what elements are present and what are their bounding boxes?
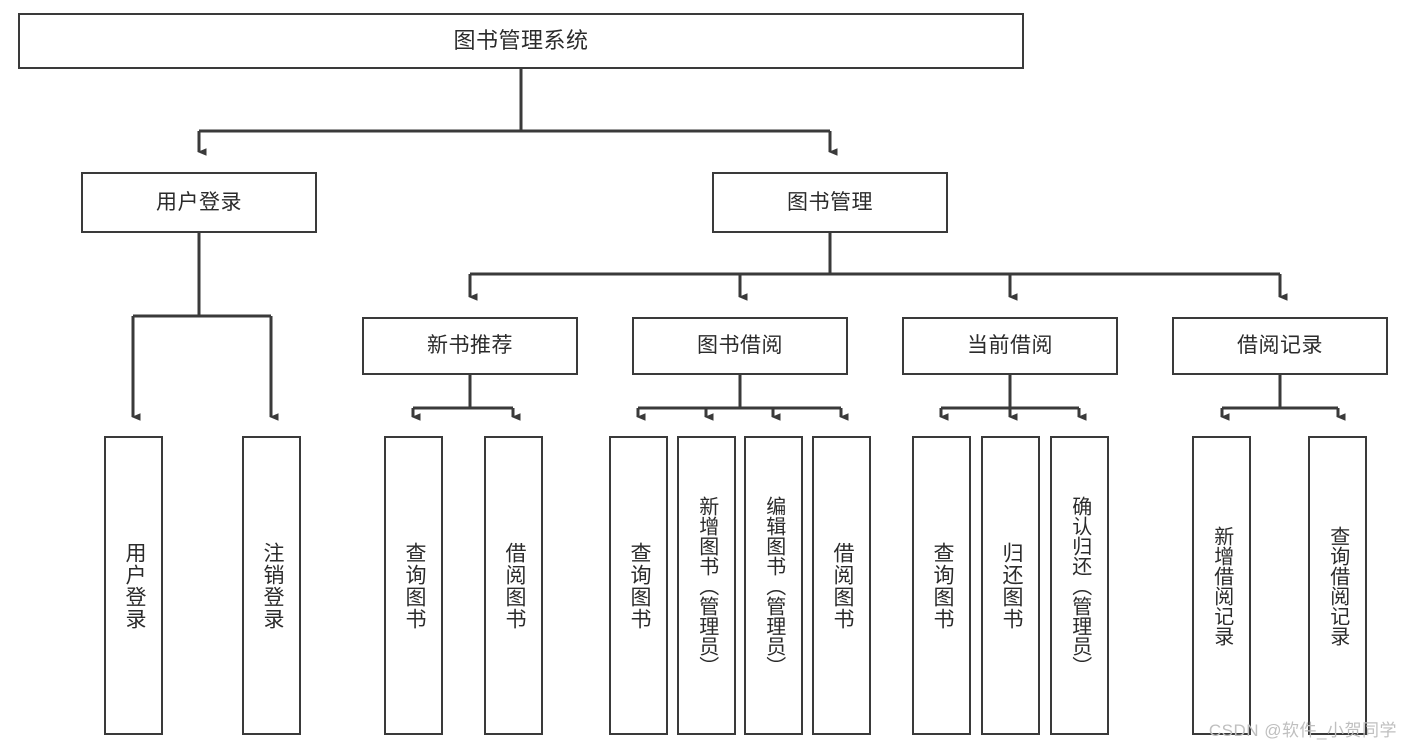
leaf-add-record[interactable]: 新增借阅记录 xyxy=(1192,436,1251,735)
node-user-login-label: 用户登录 xyxy=(156,190,242,214)
leaf-query-book-1-label: 查询图书 xyxy=(402,541,426,630)
leaf-confirm-return[interactable]: 确认归还（管理员） xyxy=(1050,436,1109,735)
leaf-return-book-label: 归还图书 xyxy=(999,541,1023,630)
leaf-return-book[interactable]: 归还图书 xyxy=(981,436,1040,735)
leaf-logout-login[interactable]: 注销登录 xyxy=(242,436,301,735)
node-book-borrow[interactable]: 图书借阅 xyxy=(632,317,848,375)
leaf-query-book-2-label: 查询图书 xyxy=(627,541,651,630)
leaf-query-record[interactable]: 查询借阅记录 xyxy=(1308,436,1367,735)
leaf-edit-book[interactable]: 编辑图书（管理员） xyxy=(744,436,803,735)
leaf-confirm-return-label: 确认归还（管理员） xyxy=(1068,495,1091,676)
node-root[interactable]: 图书管理系统 xyxy=(18,13,1024,69)
node-current-borrow[interactable]: 当前借阅 xyxy=(902,317,1118,375)
leaf-query-record-label: 查询借阅记录 xyxy=(1326,525,1349,646)
node-book-manage-label: 图书管理 xyxy=(787,190,873,214)
node-new-book-rec-label: 新书推荐 xyxy=(427,334,513,358)
leaf-borrow-book-2[interactable]: 借阅图书 xyxy=(812,436,871,735)
leaf-query-book-2[interactable]: 查询图书 xyxy=(609,436,668,735)
node-borrow-record-label: 借阅记录 xyxy=(1237,334,1323,358)
node-current-borrow-label: 当前借阅 xyxy=(967,334,1053,358)
node-root-label: 图书管理系统 xyxy=(453,27,589,53)
leaf-borrow-book-1[interactable]: 借阅图书 xyxy=(484,436,543,735)
leaf-edit-book-label: 编辑图书（管理员） xyxy=(762,495,785,676)
leaf-query-book-3-label: 查询图书 xyxy=(930,541,954,630)
node-new-book-rec[interactable]: 新书推荐 xyxy=(362,317,578,375)
leaf-logout-login-label: 注销登录 xyxy=(260,541,284,630)
leaf-query-book-3[interactable]: 查询图书 xyxy=(912,436,971,735)
leaf-query-book-1[interactable]: 查询图书 xyxy=(384,436,443,735)
leaf-borrow-book-2-label: 借阅图书 xyxy=(830,541,854,630)
leaf-add-book[interactable]: 新增图书（管理员） xyxy=(677,436,736,735)
leaf-add-record-label: 新增借阅记录 xyxy=(1210,525,1233,646)
leaf-borrow-book-1-label: 借阅图书 xyxy=(502,541,526,630)
leaf-user-login-label: 用户登录 xyxy=(122,541,146,630)
node-book-borrow-label: 图书借阅 xyxy=(697,334,783,358)
node-borrow-record[interactable]: 借阅记录 xyxy=(1172,317,1388,375)
node-user-login[interactable]: 用户登录 xyxy=(81,172,317,233)
node-book-manage[interactable]: 图书管理 xyxy=(712,172,948,233)
leaf-user-login[interactable]: 用户登录 xyxy=(104,436,163,735)
leaf-add-book-label: 新增图书（管理员） xyxy=(695,495,718,676)
